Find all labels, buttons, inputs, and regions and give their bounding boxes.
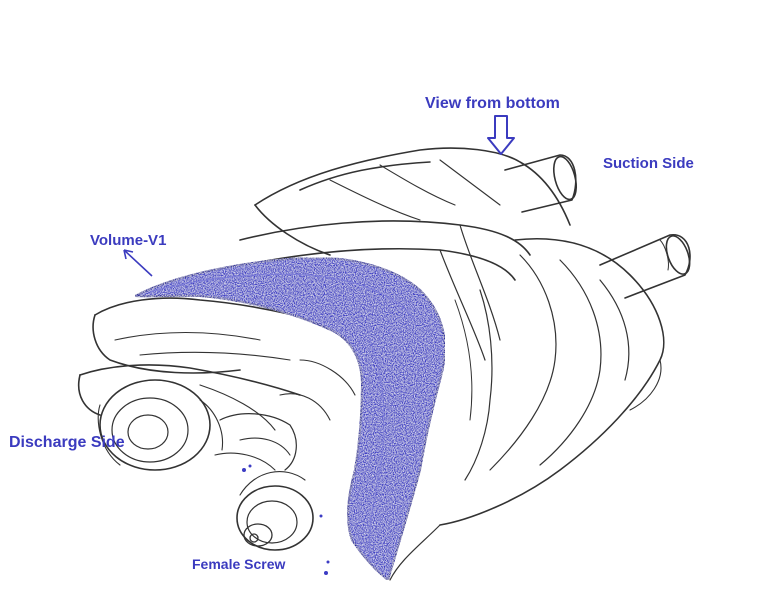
suction-side-label: Suction Side [603, 155, 694, 172]
discharge-side-label: Discharge Side [9, 434, 125, 451]
pointer-arrow-icon [123, 249, 153, 277]
compressor-sketch [78, 147, 691, 581]
down-arrow-outline-icon [487, 115, 515, 155]
view-from-bottom-label: View from bottom [425, 95, 560, 112]
volume-v1-region [131, 256, 446, 582]
blue-marks [242, 464, 330, 575]
female-screw-label: Female Screw [192, 556, 286, 572]
volume-v1-label: Volume-V1 [90, 232, 167, 249]
